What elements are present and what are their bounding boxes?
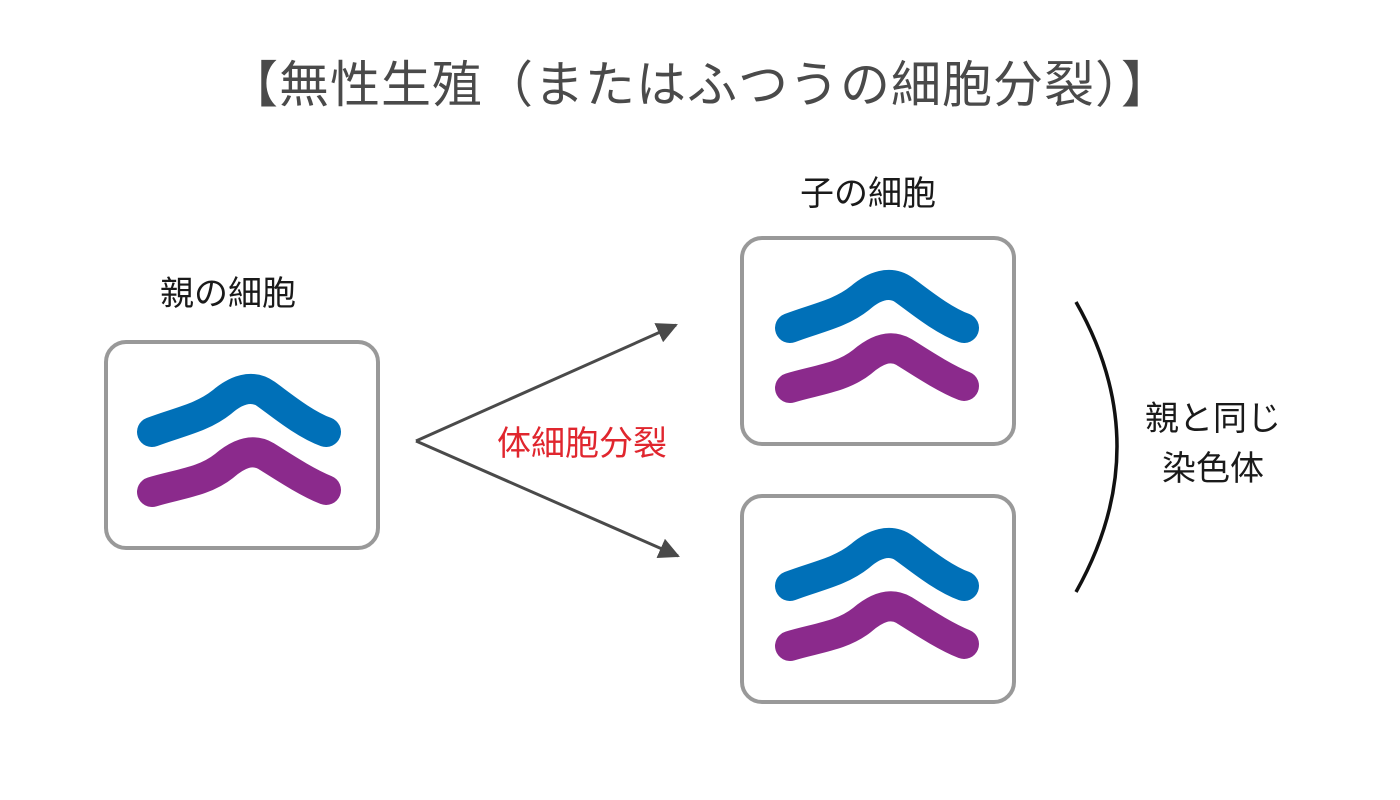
bottom-child-chromosomes <box>790 543 964 646</box>
result-line-1: 親と同じ <box>1145 399 1281 439</box>
child-cell-label: 子の細胞 <box>800 174 936 214</box>
process-label: 体細胞分裂 <box>497 424 667 464</box>
result-line-2: 染色体 <box>1162 449 1264 489</box>
arrow-to-bottom-child <box>415 439 680 559</box>
top-child-chromosomes <box>790 285 964 388</box>
page-title: 【無性生殖（またはふつうの細胞分裂）】 <box>228 56 1172 114</box>
parent-cell-label: 親の細胞 <box>160 274 296 314</box>
grouping-bracket <box>1074 301 1119 593</box>
arrow-to-top-child <box>415 323 678 443</box>
parent-chromosomes <box>152 389 326 492</box>
result-note: 親と同じ 染色体 <box>1128 394 1298 494</box>
